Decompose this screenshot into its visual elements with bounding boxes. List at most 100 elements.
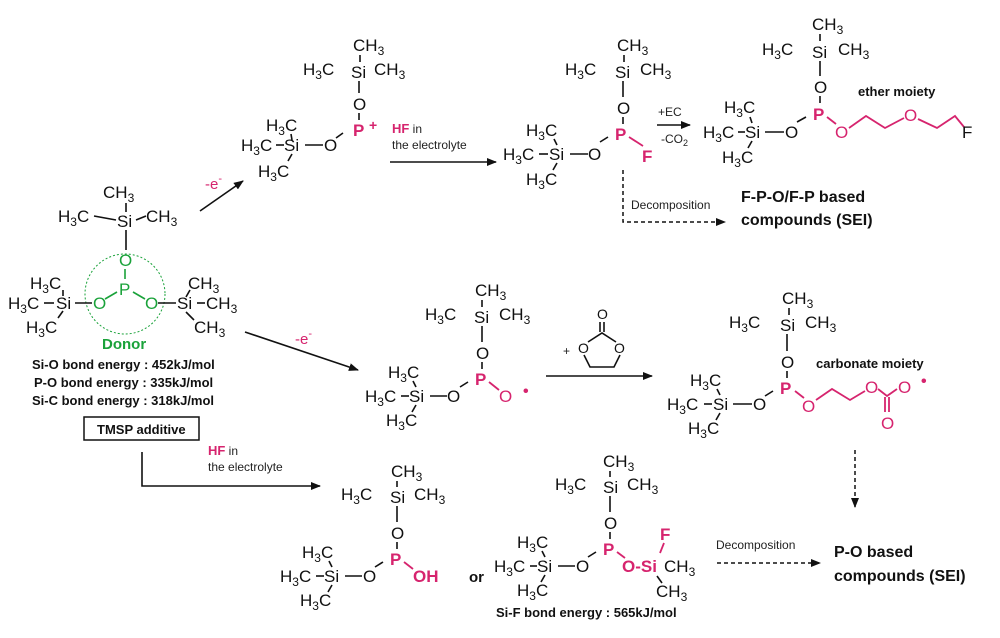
atom-h3c: H3C: [517, 533, 548, 555]
atom-o: O: [578, 340, 589, 356]
atom-si: Si: [537, 557, 552, 576]
tmsp-additive-box: [83, 416, 200, 441]
bond: [599, 136, 609, 143]
atom-ch3: CH3: [656, 582, 688, 604]
bond: [716, 388, 721, 396]
oxidation-arrow-up: -e-: [199, 173, 244, 212]
atom-o-si: O-Si: [622, 557, 657, 576]
atom-o-donor: O: [119, 251, 132, 270]
atom-p-donor: P: [119, 280, 130, 299]
decomposition-label: Decomposition: [716, 538, 795, 552]
bond: [794, 390, 805, 399]
bond: [715, 412, 721, 421]
bond: [656, 575, 663, 584]
atom-o: O: [324, 136, 337, 155]
atom-ch3: CH3: [391, 462, 423, 484]
decomposition-arrow-top: Decomposition: [622, 170, 726, 226]
hf-arrow-top: HF in the electrolyte: [390, 121, 497, 166]
atom-o: O: [781, 353, 794, 372]
atom-o-radical: O: [499, 387, 512, 406]
atom-h3c: H3C: [729, 313, 760, 335]
atom-p: P: [615, 125, 626, 144]
atom-si: Si: [351, 63, 366, 82]
atom-h3c: H3C: [341, 485, 372, 507]
atom-ch3: CH3: [603, 452, 635, 474]
fluorosilyl-phosphite-molecule: CH3 H3C Si CH3 O P O-Si F CH3 CH3 O Si H…: [494, 452, 696, 604]
atom-p-cation: P: [353, 121, 364, 140]
atom-o: O: [447, 387, 460, 406]
ether-product-molecule: CH3 H3C Si CH3 O P O Si H3C H3C H3C O O …: [703, 15, 972, 170]
ec-arrow: +EC -CO2: [657, 105, 691, 148]
hf-label: HF in: [392, 121, 422, 136]
decomposition-arrow-bottom: Decomposition: [716, 538, 821, 567]
tmsp-additive-label: TMSP additive: [97, 422, 186, 437]
atom-ch3: CH3: [374, 60, 406, 82]
atom-o-carbonate: O: [865, 378, 878, 397]
atom-h3c: H3C: [555, 475, 586, 497]
atom-o-carbonyl: O: [881, 414, 894, 433]
si-f-bond-energy: Si-F bond energy : 565kJ/mol: [496, 605, 677, 620]
bond: [541, 550, 546, 558]
plus-sign: +: [563, 344, 570, 358]
atom-si: Si: [474, 308, 489, 327]
atom-p: P: [475, 370, 486, 389]
carbonate-chain: [877, 388, 898, 398]
atom-o: O: [617, 99, 630, 118]
atom-h3c: H3C: [724, 98, 755, 120]
atom-p: P: [813, 105, 824, 124]
ether-chain: [917, 114, 965, 130]
atom-o: O: [597, 306, 608, 322]
fpo-product-label-2: compounds (SEI): [741, 212, 873, 229]
bond: [135, 215, 147, 221]
atom-h3c: H3C: [302, 543, 333, 565]
atom-h3c: H3C: [388, 363, 419, 385]
atom-h3c: H3C: [565, 60, 596, 82]
bond: [587, 551, 597, 558]
ether-moiety-label: ether moiety: [858, 84, 936, 99]
atom-ch3: CH3: [812, 15, 844, 37]
atom-h3c: H3C: [58, 207, 89, 229]
atom-o: O: [814, 78, 827, 97]
atom-h3c: H3C: [425, 305, 456, 327]
atom-h3c: H3C: [703, 123, 734, 145]
electrolyte-label: the electrolyte: [208, 460, 283, 474]
atom-o: O: [391, 524, 404, 543]
atom-si: Si: [745, 123, 760, 142]
electrolyte-label: the electrolyte: [392, 138, 467, 152]
carbonate-chain: [815, 387, 866, 402]
atom-o-donor: O: [145, 294, 158, 313]
bond: [540, 574, 546, 583]
atom-h3c: H3C: [300, 591, 331, 613]
bond: [749, 116, 753, 124]
atom-o: O: [604, 514, 617, 533]
atom-h3c: H3C: [517, 581, 548, 603]
tmsp-molecule: CH3 H3C Si CH3 O P O O H3C H3C Si H3C CH…: [8, 183, 238, 441]
atom-h3c: H3C: [494, 557, 525, 579]
atom-si: Si: [615, 63, 630, 82]
atom-ch3: CH3: [838, 40, 870, 62]
bond: [587, 332, 617, 343]
oxidation-label: -e-: [295, 328, 312, 348]
bond-energy-p-o: P-O bond energy : 335kJ/mol: [34, 375, 213, 390]
bond: [287, 153, 293, 162]
pf-intermediate-molecule: CH3 H3C Si CH3 O P F O Si H3C H3C H3C: [503, 36, 672, 192]
atom-oh: OH: [413, 567, 439, 586]
atom-h3c: H3C: [503, 145, 534, 167]
atom-h3c: H3C: [688, 419, 719, 441]
bond: [335, 132, 344, 139]
atom-h3c: H3C: [722, 148, 753, 170]
radical-cation-molecule: CH3 H3C Si CH3 O P + O Si H3C H3C H3C: [241, 36, 406, 184]
fpo-product-label-1: F-P-O/F-P based: [741, 189, 865, 206]
atom-si: Si: [549, 145, 564, 164]
bond: [328, 560, 333, 568]
bond: [412, 380, 417, 388]
bond: [583, 354, 621, 368]
bond: [826, 116, 837, 125]
bond: [628, 136, 644, 147]
donor-highlight-circle: [84, 253, 166, 335]
bond: [488, 381, 500, 391]
atom-si: Si: [409, 387, 424, 406]
atom-h3c: H3C: [526, 170, 557, 192]
atom-o-ether: O: [904, 106, 917, 125]
donor-label: Donor: [102, 336, 146, 353]
